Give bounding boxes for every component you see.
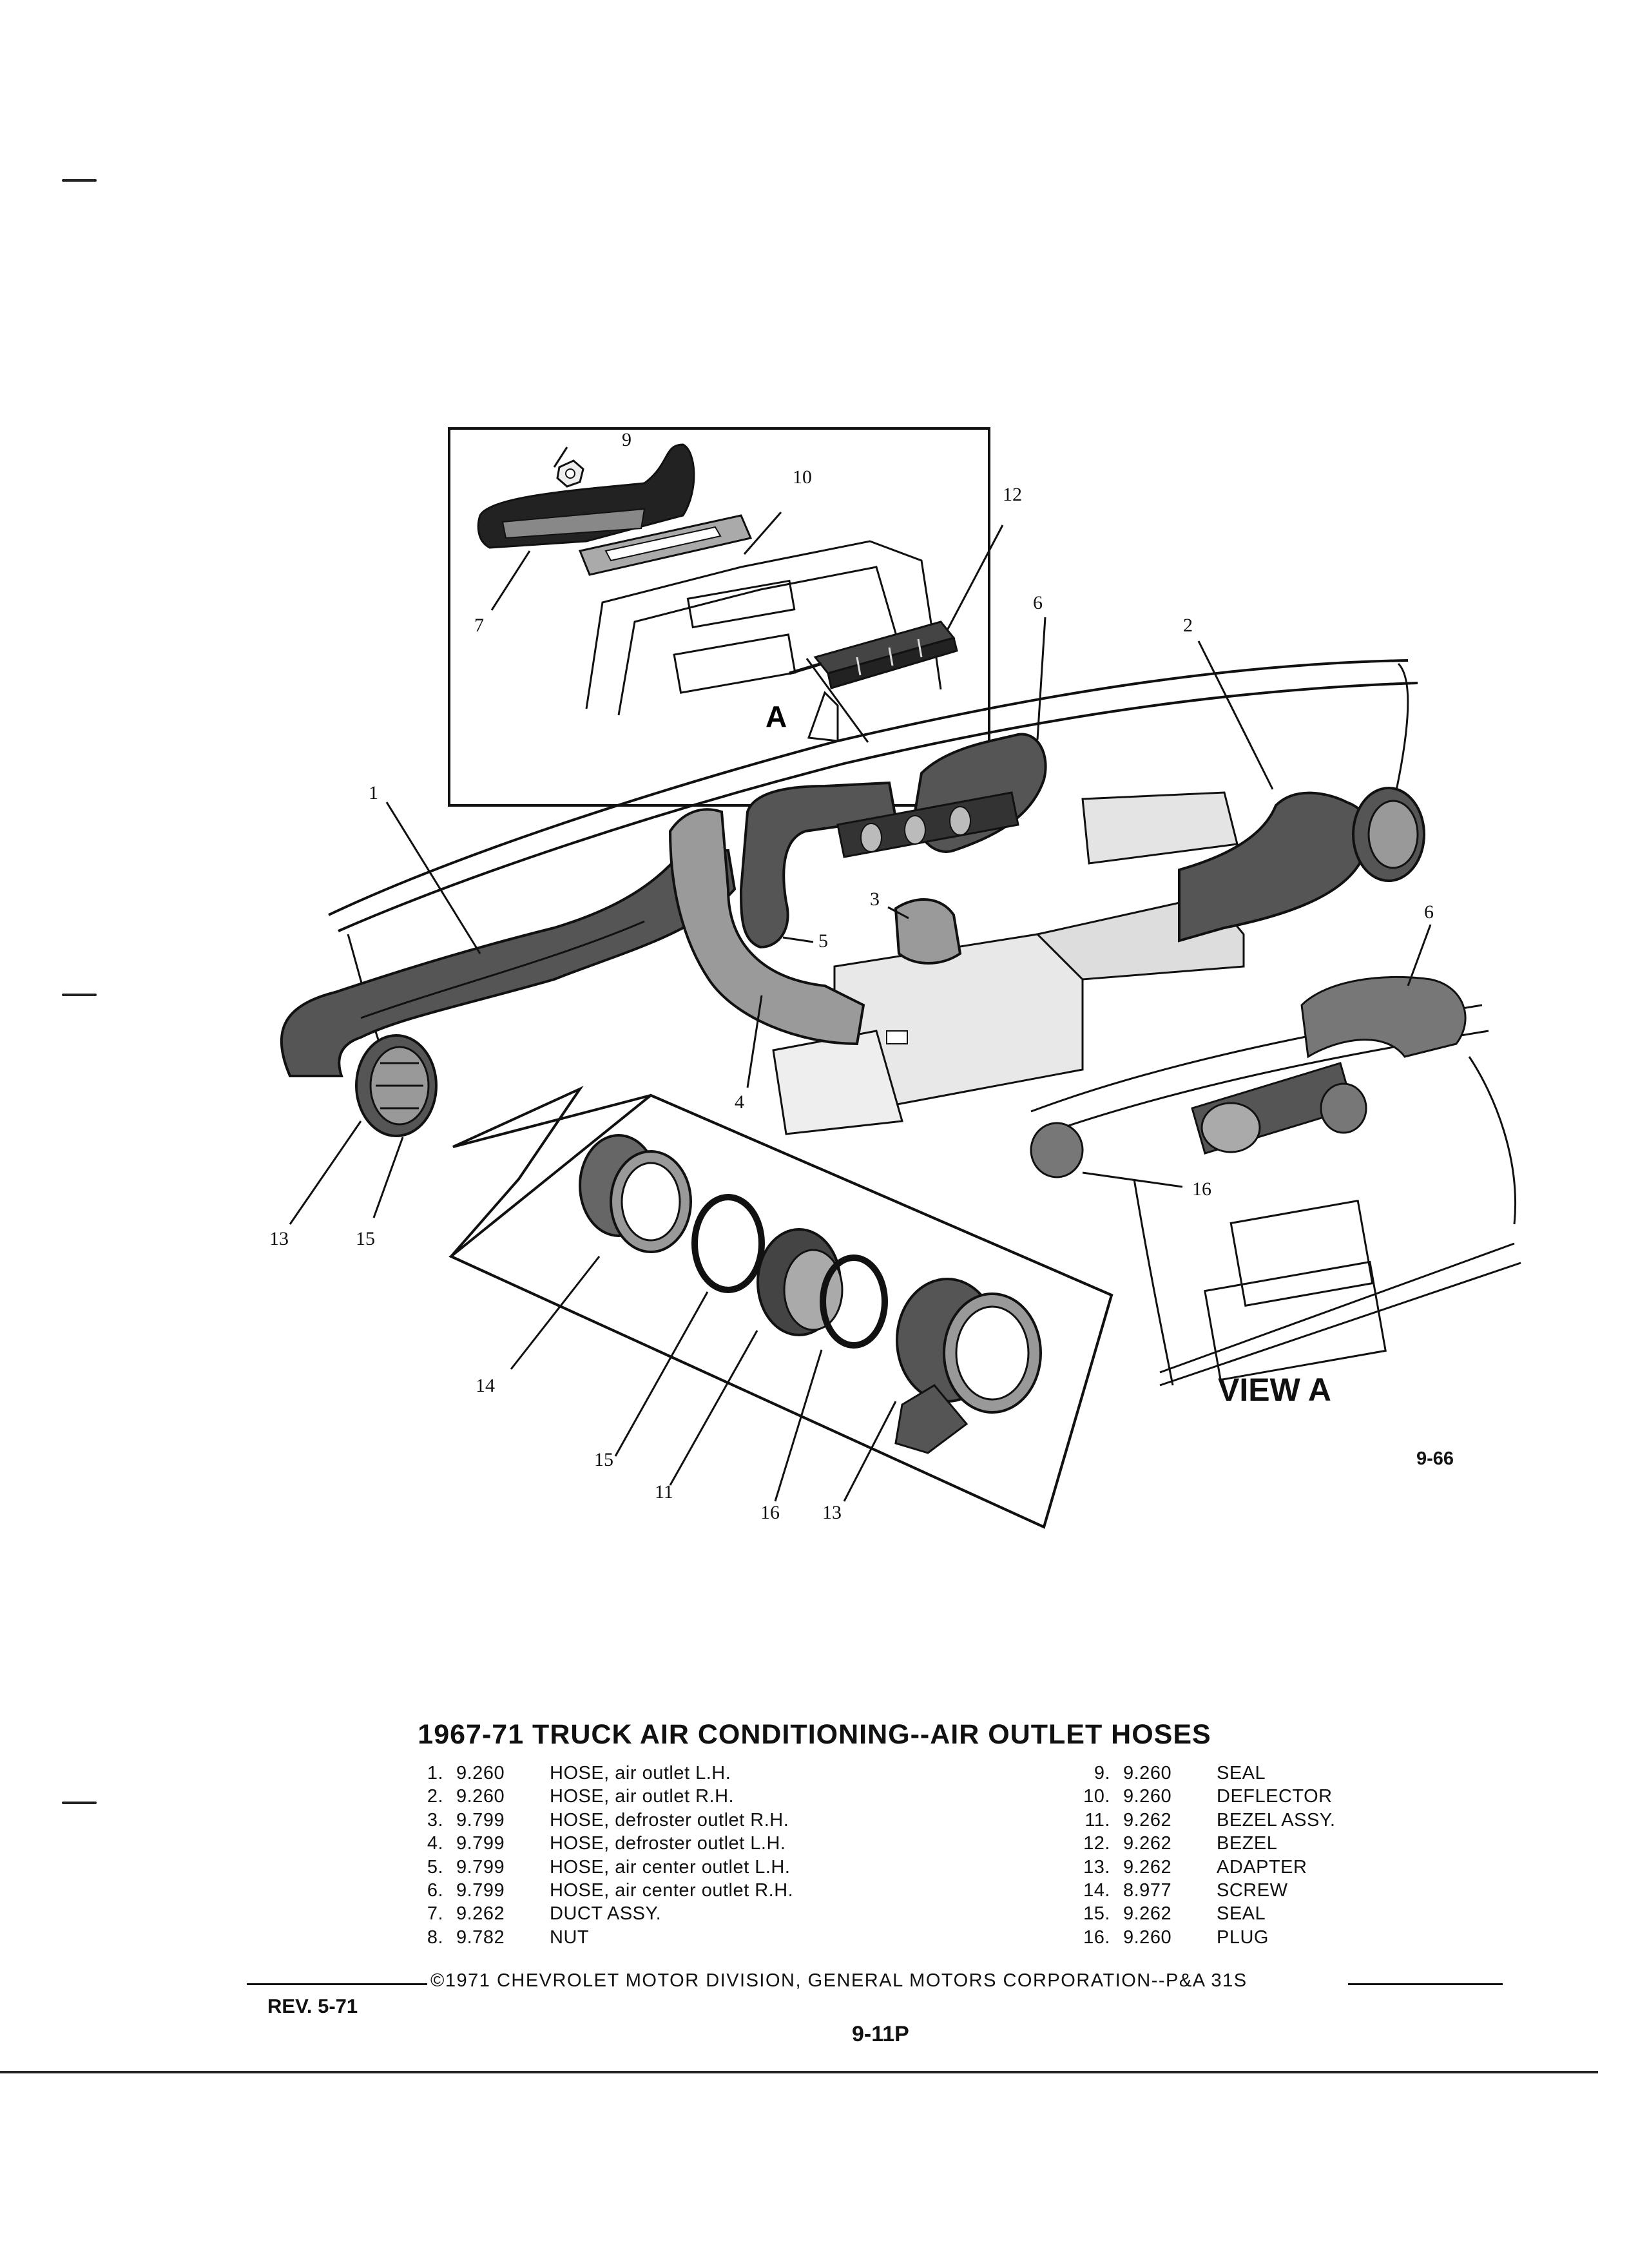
copyright-notice: ©1971 CHEVROLET MOTOR DIVISION, GENERAL … bbox=[430, 1970, 1248, 1991]
callout-7: 7 bbox=[474, 615, 484, 636]
hose-air-outlet-rh bbox=[1178, 791, 1373, 943]
hose-defroster-outlet-lh bbox=[668, 808, 865, 1046]
page-title: 1967-71 TRUCK AIR CONDITIONING--AIR OUTL… bbox=[418, 1719, 1211, 1750]
callout-5: 5 bbox=[818, 930, 828, 952]
figure-code: 9-66 bbox=[1416, 1448, 1454, 1469]
callout-4: 4 bbox=[735, 1091, 744, 1113]
callout-12-bottom: 13 bbox=[822, 1502, 842, 1523]
callout-12-left: 13 bbox=[269, 1228, 289, 1249]
callout-16: 16 bbox=[1192, 1178, 1211, 1200]
exploded-seal-2 bbox=[820, 1254, 888, 1349]
callout-9: 10 bbox=[793, 466, 812, 488]
exploded-bezel bbox=[894, 1278, 1042, 1454]
callout-10: 11 bbox=[655, 1481, 673, 1503]
callout-6-top: 6 bbox=[1033, 592, 1043, 613]
callout-15-right: 16 bbox=[760, 1502, 780, 1523]
callout-2: 2 bbox=[1183, 615, 1193, 636]
revision-label: REV. 5-71 bbox=[267, 1995, 358, 2017]
callout-3: 3 bbox=[870, 889, 880, 910]
exploded-adapter bbox=[579, 1134, 692, 1253]
distribution-housing bbox=[772, 791, 1245, 1135]
bezel-assembly bbox=[789, 620, 958, 689]
view-arrow-label: A bbox=[766, 700, 787, 733]
inset-frame bbox=[448, 427, 990, 807]
bottom-rule bbox=[0, 2071, 1598, 2073]
hose-air-center-outlet-lh bbox=[739, 781, 898, 949]
callout-11: 12 bbox=[1003, 484, 1022, 505]
callout-6-right: 6 bbox=[1424, 901, 1434, 923]
footer-rule-left bbox=[247, 1983, 427, 1985]
callout-13: 14 bbox=[476, 1375, 495, 1396]
callout-8: 9 bbox=[622, 429, 631, 450]
hose-defroster-outlet-rh bbox=[894, 898, 962, 965]
exploded-seal-1 bbox=[691, 1194, 765, 1293]
hose-air-outlet-lh bbox=[280, 849, 737, 1077]
exploded-deflector bbox=[757, 1228, 843, 1336]
rh-bezel-outlet bbox=[1352, 787, 1425, 882]
view-a-detail bbox=[1030, 975, 1521, 1387]
view-a-label: VIEW A bbox=[1218, 1372, 1331, 1408]
page-number: 9-11P bbox=[852, 2022, 909, 2046]
callout-15-left: 15 bbox=[594, 1449, 613, 1470]
margin-mark-top bbox=[62, 179, 97, 182]
margin-mark-bottom bbox=[62, 1802, 97, 1804]
footer-rule-right bbox=[1348, 1983, 1503, 1985]
exploded-diagram: 9 10 12 7 6 2 1 3 5 4 6 13 15 14 15 11 1… bbox=[269, 427, 1521, 1529]
callout-1: 1 bbox=[369, 782, 378, 803]
center-outlet bbox=[836, 791, 1019, 858]
lh-bezel-outlet bbox=[355, 1034, 438, 1137]
margin-mark-middle bbox=[62, 994, 97, 996]
callout-14: 15 bbox=[356, 1228, 375, 1249]
